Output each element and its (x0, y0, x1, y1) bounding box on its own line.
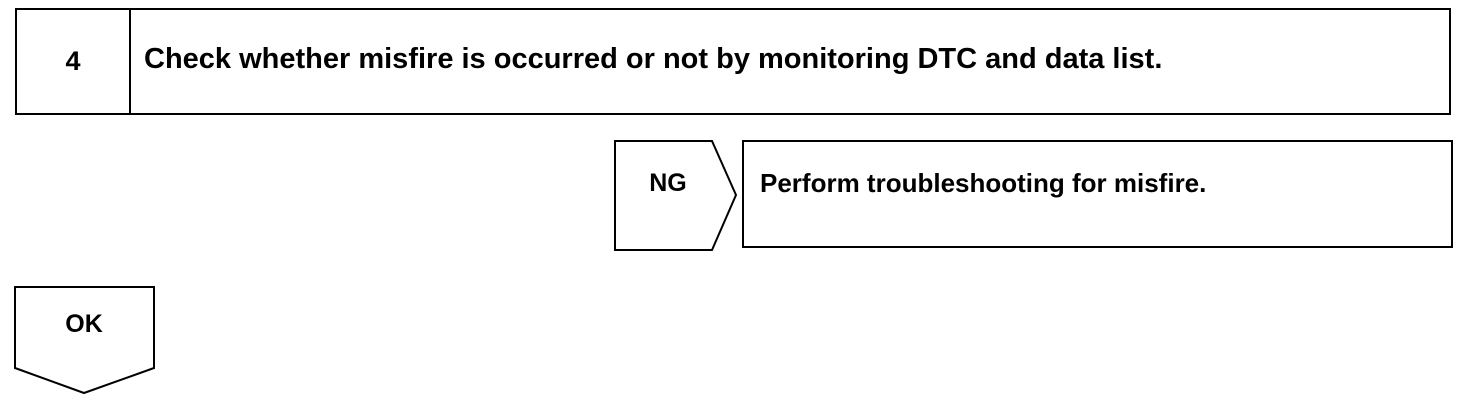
ng-result-box: Perform troubleshooting for misfire. (742, 140, 1453, 248)
step-instruction: Check whether misfire is occurred or not… (144, 43, 1163, 75)
ok-label: OK (65, 310, 103, 338)
ng-result-text: Perform troubleshooting for misfire. (760, 168, 1207, 198)
ng-label: NG (649, 168, 687, 197)
step-number: 4 (17, 10, 131, 113)
ng-arrow-shape (614, 140, 738, 251)
ok-arrow-shape (14, 286, 155, 395)
step-box: 4 Check whether misfire is occurred or n… (15, 8, 1451, 115)
